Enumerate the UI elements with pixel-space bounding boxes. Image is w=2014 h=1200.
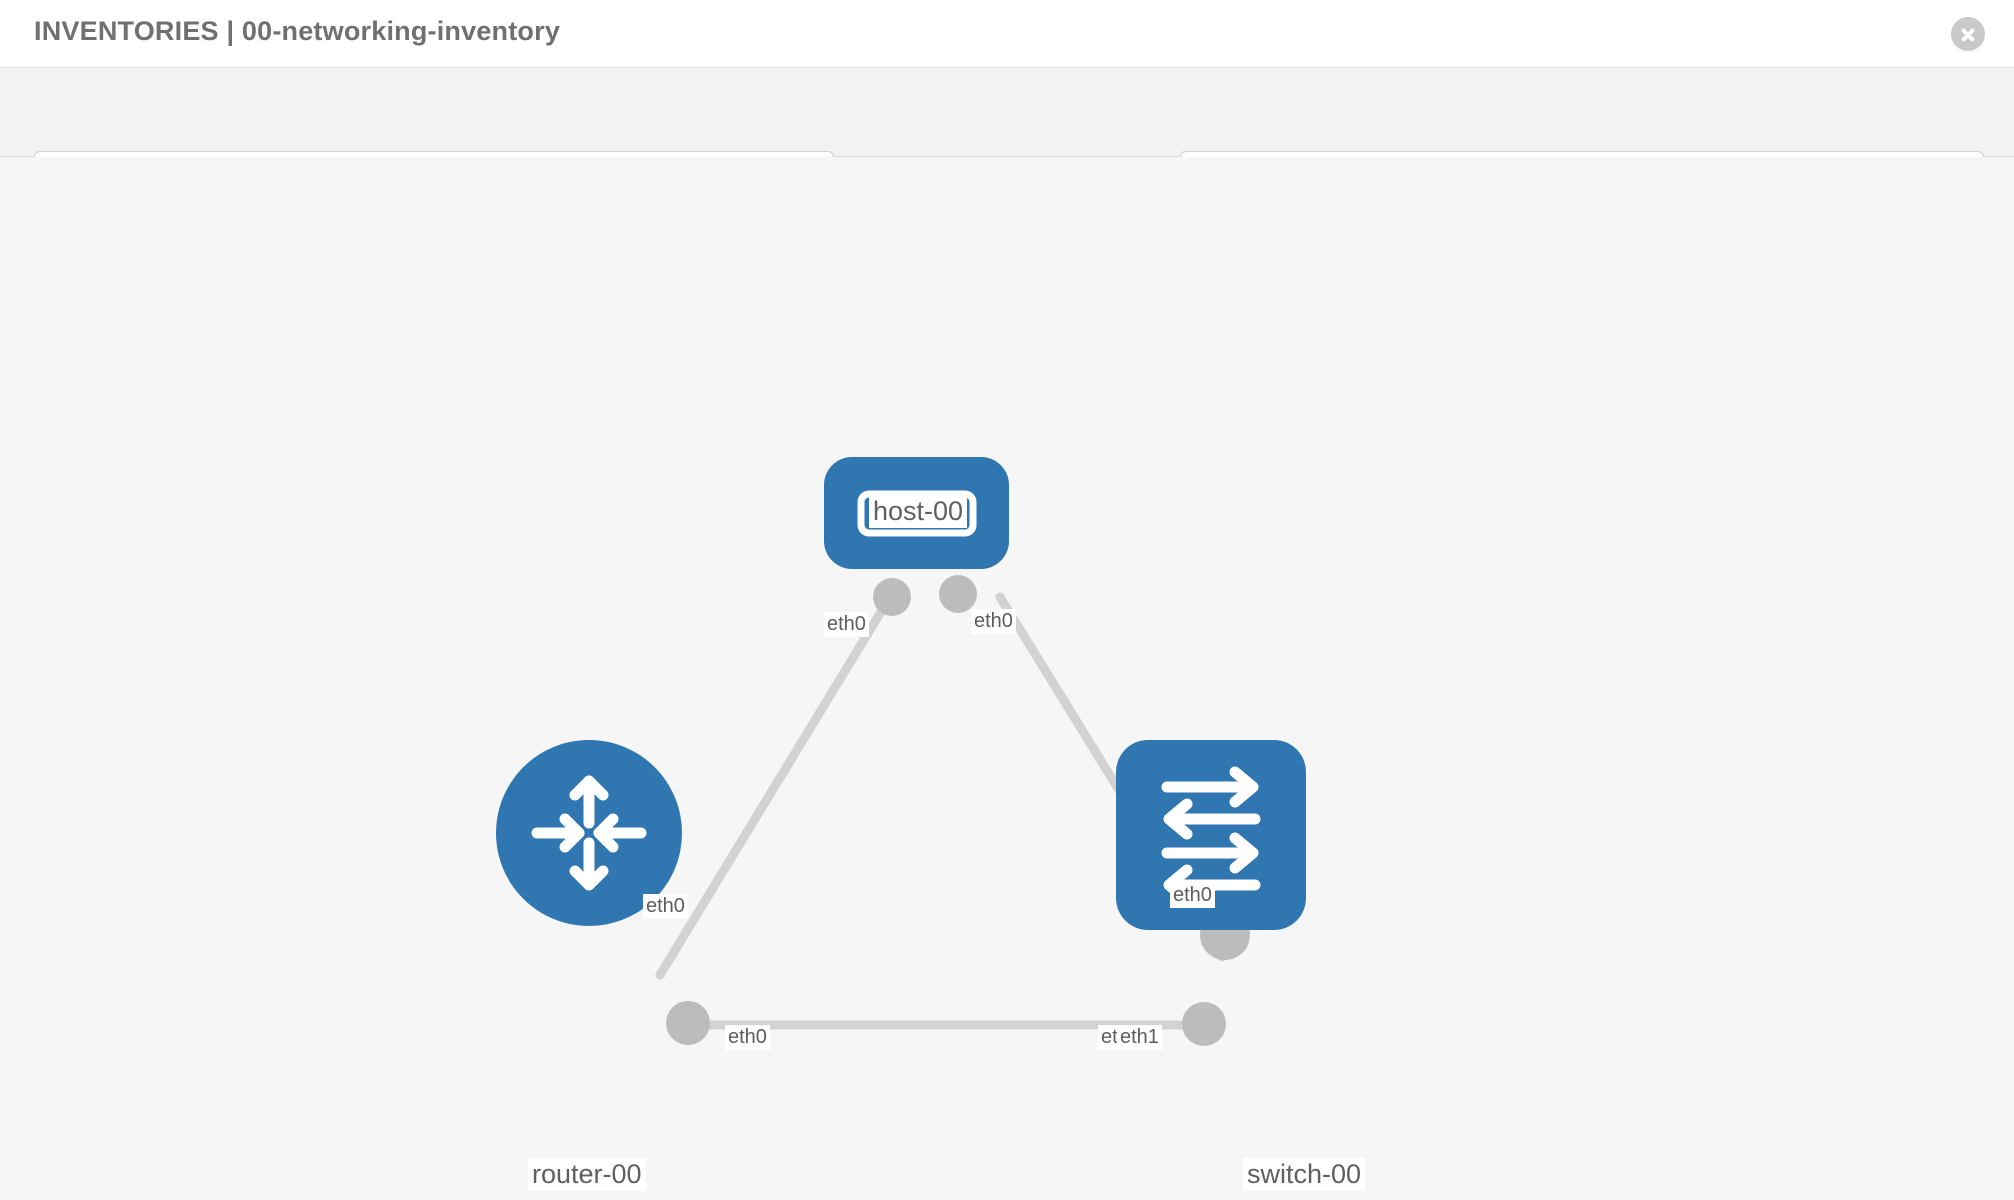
iface-label: eth1 <box>1117 1025 1162 1050</box>
toolbar: ACTIONS SEARCH <box>0 68 2014 205</box>
connector-dot <box>1182 1002 1226 1046</box>
iface-label: eth0 <box>824 612 869 637</box>
iface-label: eth0 <box>971 609 1016 634</box>
iface-label: eth0 <box>1170 883 1215 908</box>
close-icon[interactable] <box>1951 17 1985 51</box>
iface-label: eth0 <box>643 894 688 919</box>
node-label-host-00: host-00 <box>869 495 968 528</box>
connector-dot <box>666 1001 710 1045</box>
edge-host-router <box>655 592 895 980</box>
page-header: INVENTORIES | 00-networking-inventory <box>0 0 2014 68</box>
page-title: INVENTORIES | 00-networking-inventory <box>34 16 561 46</box>
connector-dot <box>939 575 977 613</box>
node-label-switch-00: switch-00 <box>1243 1158 1366 1191</box>
connector-dot <box>873 578 911 616</box>
topology-graph <box>496 457 1306 1046</box>
topology-canvas[interactable]: host-00 router-00 switch-00 eth0 eth0 et… <box>0 157 2014 1200</box>
iface-label: eth0 <box>725 1025 770 1050</box>
node-switch-00[interactable] <box>1116 740 1306 930</box>
node-label-router-00: router-00 <box>528 1158 646 1191</box>
node-router-00[interactable] <box>496 740 682 926</box>
